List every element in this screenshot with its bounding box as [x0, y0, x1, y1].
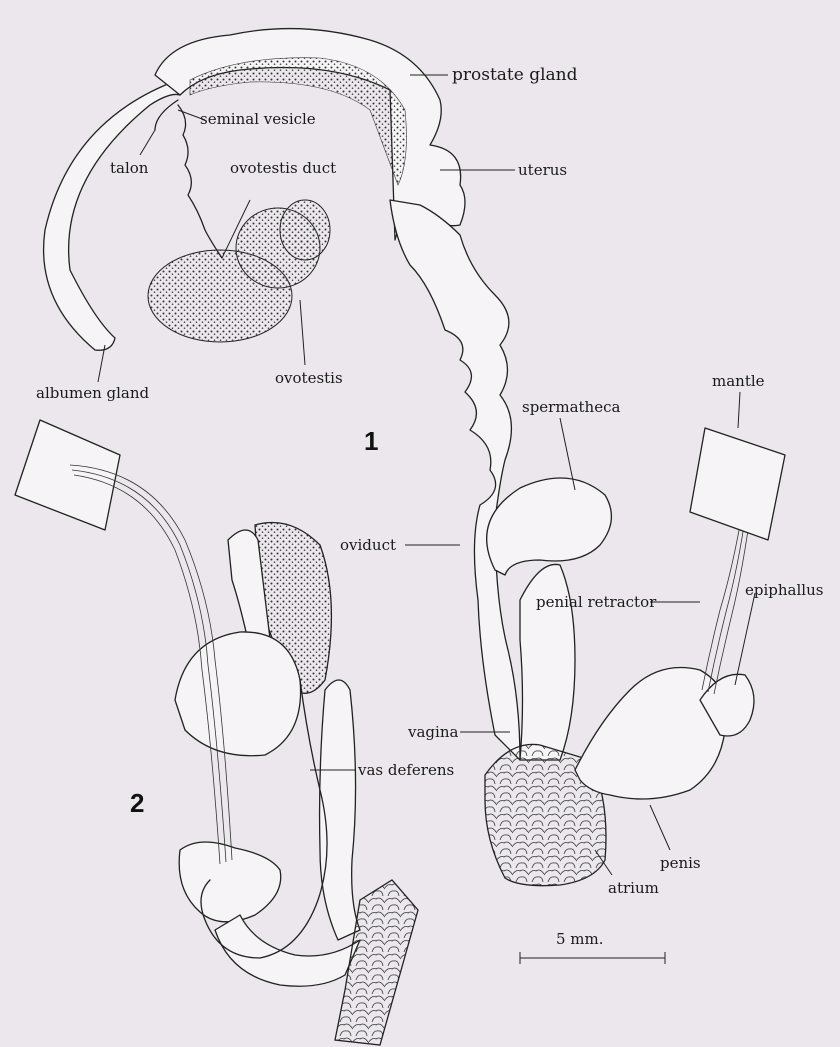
talon-duct — [155, 100, 178, 130]
spermatheca-shape — [487, 478, 612, 575]
spermatheca-label: spermatheca — [522, 398, 620, 416]
oviduct-shape — [390, 200, 520, 760]
vagina-label: vagina — [407, 723, 458, 741]
fig2-spermatheca — [175, 632, 301, 756]
mantle-label: mantle — [712, 372, 765, 390]
epiphallus-label: epiphallus — [745, 581, 823, 599]
vas-deferens-label: vas deferens — [357, 761, 454, 779]
oviduct-label: oviduct — [340, 536, 396, 554]
seminal-vesicle-label: seminal vesicle — [200, 110, 316, 128]
ovotestis-duct-label: ovotestis duct — [230, 159, 336, 177]
fig2-mantle — [15, 420, 120, 530]
fig2-penis — [179, 842, 281, 922]
fig2-oviduct — [320, 680, 360, 940]
mantle-shape — [690, 428, 785, 540]
penis-label: penis — [660, 854, 701, 872]
ovotestis-cluster — [148, 200, 330, 342]
atrium-label: atrium — [608, 879, 659, 897]
talon-label: talon — [110, 159, 149, 177]
scale-bar: 5 mm. — [520, 930, 665, 964]
penis-shape — [575, 668, 727, 800]
penial-retractor-label: penial retractor — [536, 593, 657, 611]
ovotestis-label: ovotestis — [275, 369, 343, 387]
prostate-gland-label: prostate gland — [452, 65, 578, 85]
figure-2-number: 2 — [130, 788, 144, 818]
figure-1-number: 1 — [364, 426, 378, 456]
figure-1-drawing — [44, 29, 785, 886]
albumen-gland-label: albumen gland — [36, 384, 150, 402]
uterus-label: uterus — [518, 161, 567, 179]
scale-bar-label: 5 mm. — [556, 930, 604, 948]
figure-2-drawing — [15, 420, 418, 1045]
